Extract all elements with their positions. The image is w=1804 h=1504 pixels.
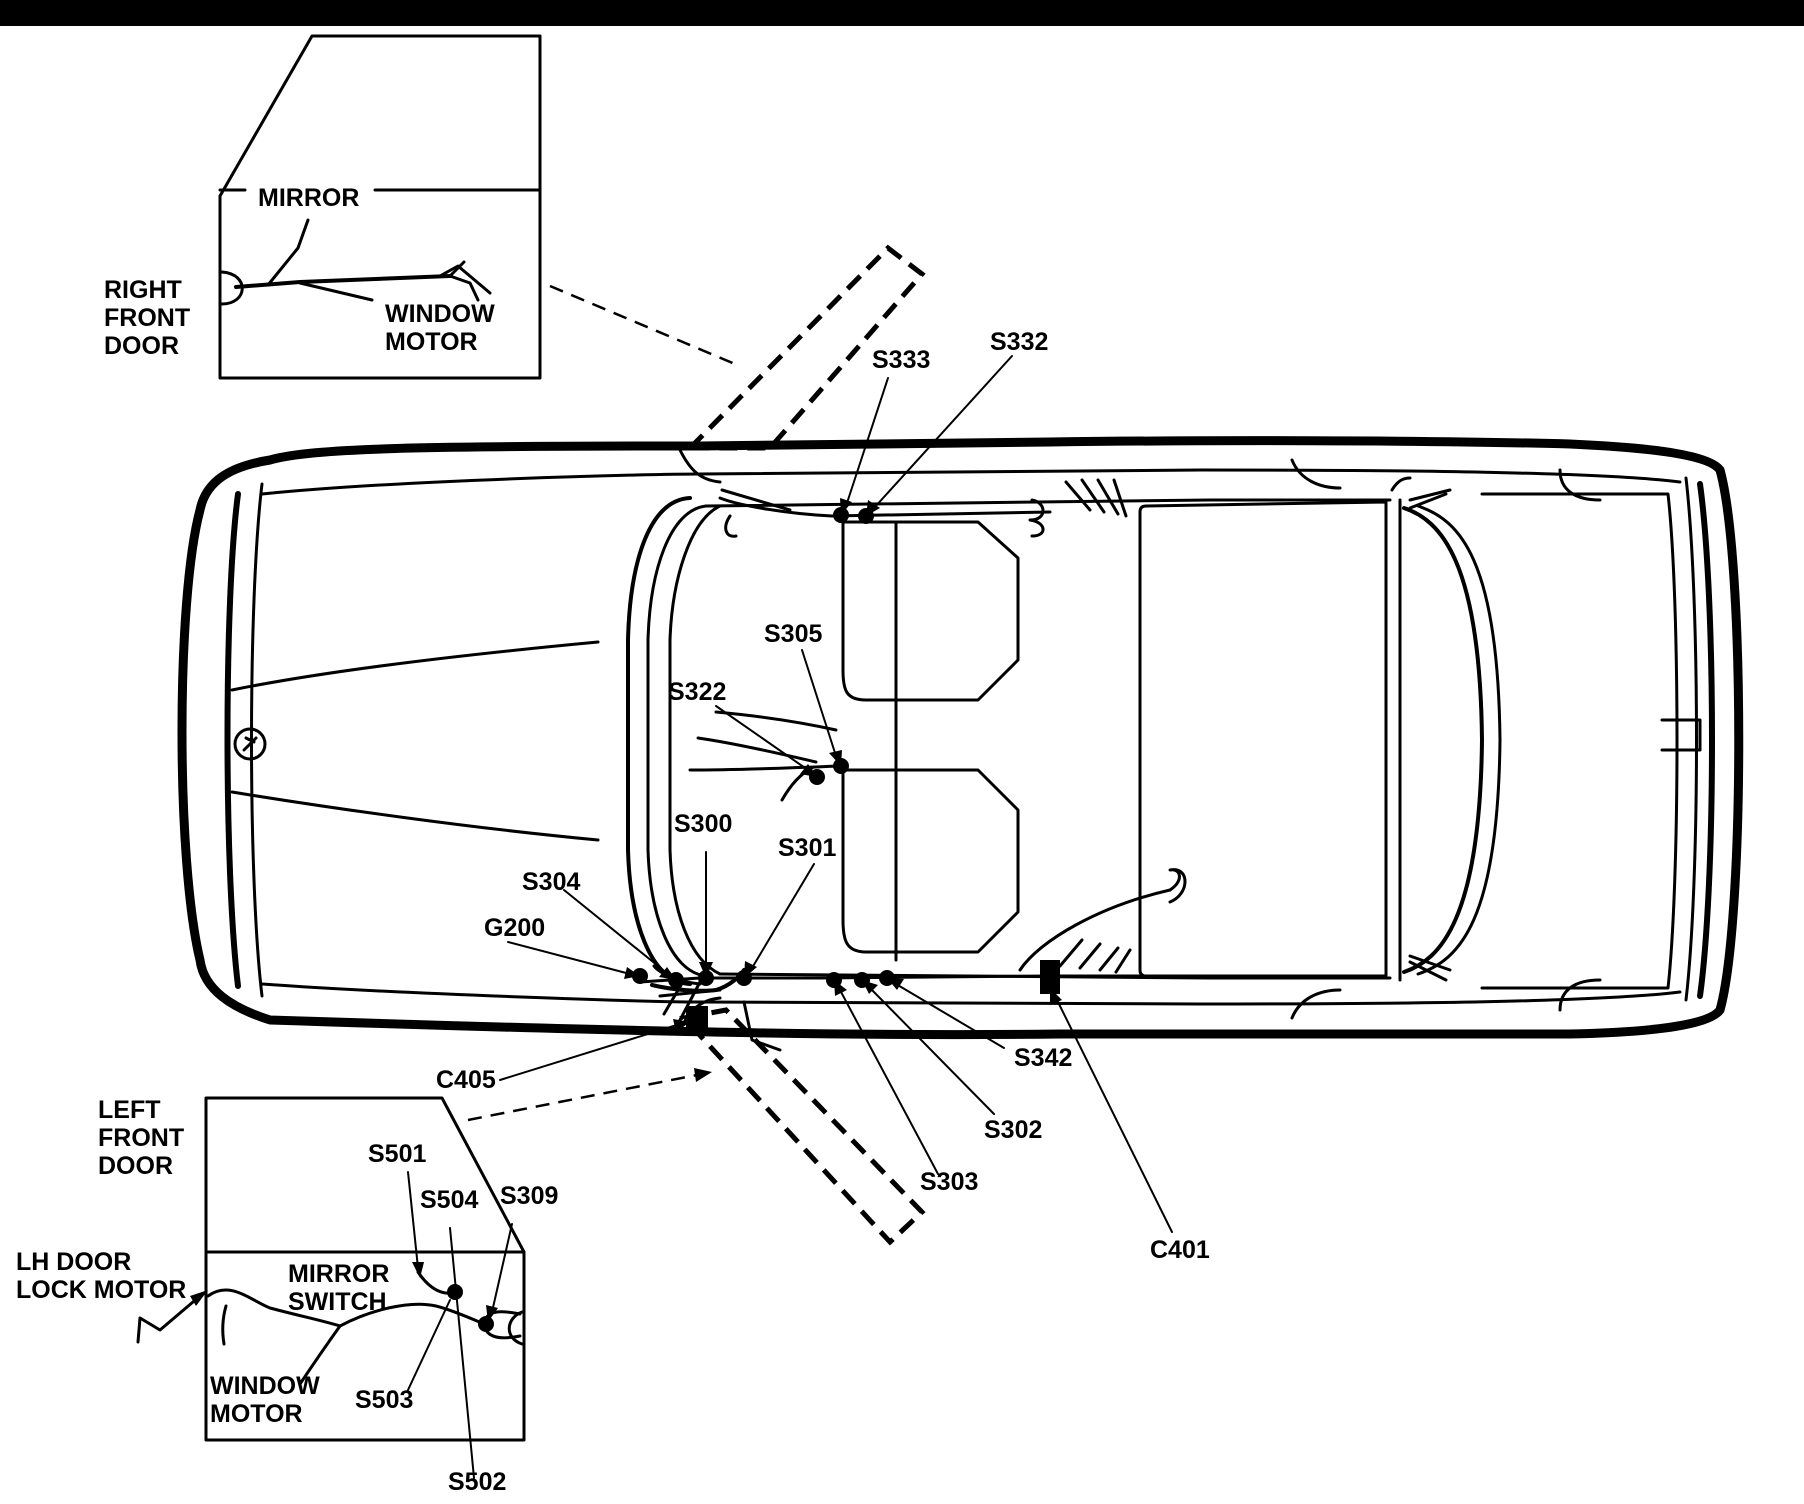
splice-s301-label: S301: [778, 834, 836, 862]
left-door-leader: [467, 1072, 703, 1122]
left-front-door-inset: LEFT FRONT DOOR LH DOOR LOCK MOTOR MIRRO…: [16, 1096, 558, 1496]
connector-c401-block: [1040, 960, 1060, 994]
splice-s322-label: S322: [668, 678, 726, 706]
splice-s502-label: S502: [448, 1468, 506, 1496]
splice-s503-label: S503: [355, 1386, 413, 1414]
mirror-switch-line-1: MIRROR: [288, 1260, 389, 1288]
splice-s333-label: S333: [872, 346, 930, 374]
connector-c405-block: [686, 1006, 708, 1030]
right-door-title-line-3: DOOR: [104, 332, 179, 360]
splice-s302-label: S302: [984, 1116, 1042, 1144]
splice-s300-label: S300: [674, 810, 732, 838]
right-door-window-motor-line-2: MOTOR: [385, 328, 478, 356]
splice-s305-label: S305: [764, 620, 822, 648]
mirror-switch-line-2: SWITCH: [288, 1288, 387, 1316]
right-door-dashed-outline: [684, 244, 926, 451]
vehicle-body: [177, 436, 1744, 1040]
left-door-dashed-outline: [679, 1007, 926, 1246]
left-door-window-motor-line-1: WINDOW: [210, 1372, 320, 1400]
splice-s501-label: S501: [368, 1140, 426, 1168]
left-door-title-line-3: DOOR: [98, 1152, 173, 1180]
right-front-door-inset: MIRROR RIGHT FRONT DOOR WINDOW MOTOR: [104, 34, 542, 380]
lh-door-lock-motor-line-2: LOCK MOTOR: [16, 1276, 186, 1304]
splice-s504-label: S504: [420, 1186, 478, 1214]
right-door-leader: [549, 284, 736, 366]
splice-s304-label: S304: [522, 868, 580, 896]
left-door-window-motor-line-2: MOTOR: [210, 1400, 303, 1428]
connector-c401-label: C401: [1150, 1236, 1210, 1264]
left-door-title-line-1: LEFT: [98, 1096, 161, 1124]
right-door-title-line-2: FRONT: [104, 304, 190, 332]
ground-g200-label: G200: [484, 914, 545, 942]
splice-s332-label: S332: [990, 328, 1048, 356]
connector-c405-label: C405: [436, 1066, 496, 1094]
right-door-title-line-1: RIGHT: [104, 276, 182, 304]
splice-s504-dot: [447, 1284, 463, 1300]
right-door-mirror-label: MIRROR: [258, 184, 359, 212]
right-door-window-motor-line-1: WINDOW: [385, 300, 495, 328]
header-bar: [0, 0, 1804, 26]
callout-leaders: [499, 355, 1173, 1233]
lh-door-lock-motor-line-1: LH DOOR: [16, 1248, 131, 1276]
splice-s342-label: S342: [1014, 1044, 1072, 1072]
splice-s309-dot: [478, 1316, 494, 1332]
splice-s303-label: S303: [920, 1168, 978, 1196]
splice-s309-label: S309: [500, 1182, 558, 1210]
left-door-leader-arrowhead: [694, 1068, 712, 1082]
left-door-title-line-2: FRONT: [98, 1124, 184, 1152]
